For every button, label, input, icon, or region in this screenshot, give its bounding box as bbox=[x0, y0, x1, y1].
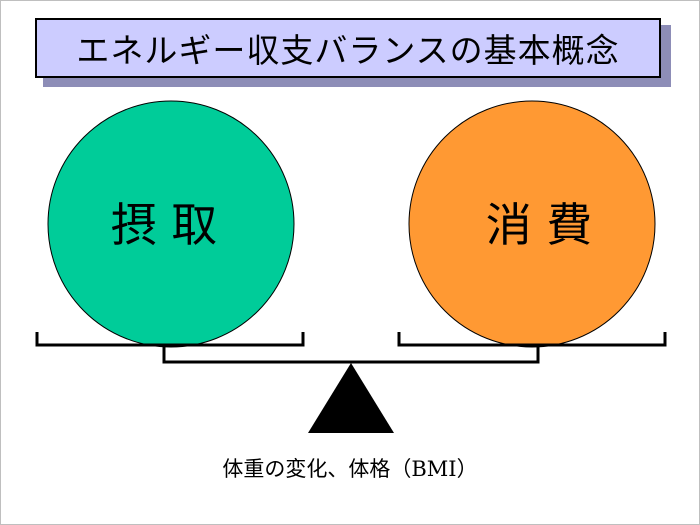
fulcrum-triangle bbox=[308, 363, 394, 433]
expenditure-label: 消 費 bbox=[486, 198, 593, 252]
balance-beam bbox=[162, 345, 540, 364]
title-box: エネルギー収支バランスの基本概念 bbox=[35, 18, 661, 78]
caption: 体重の変化、体格（BMI） bbox=[222, 457, 478, 481]
slide-title: エネルギー収支バランスの基本概念 bbox=[76, 31, 620, 70]
expenditure-circle bbox=[408, 100, 656, 348]
left-pan bbox=[35, 332, 305, 347]
intake-circle bbox=[47, 100, 295, 348]
right-pan bbox=[397, 332, 667, 347]
intake-label: 摂 取 bbox=[111, 198, 218, 252]
